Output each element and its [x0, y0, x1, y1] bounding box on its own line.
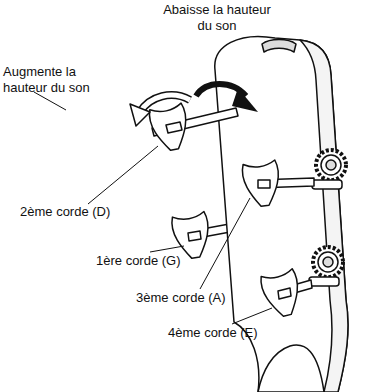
- string-label: 1ère corde (G): [96, 253, 206, 269]
- string-label: 3ème corde (A): [136, 290, 246, 306]
- string-label: 2ème corde (D): [20, 204, 130, 220]
- string-label: 4ème corde (E): [168, 325, 278, 341]
- direction-label: Augmente la hauteur du son: [3, 64, 107, 96]
- direction-label: Abaisse la hauteur du son: [158, 2, 276, 34]
